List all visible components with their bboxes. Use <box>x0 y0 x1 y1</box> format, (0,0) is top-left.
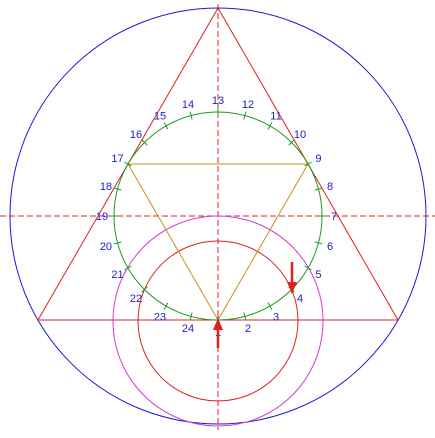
division-label: 17 <box>111 153 123 165</box>
division-label: 10 <box>294 129 306 141</box>
division-label: 22 <box>130 293 142 305</box>
division-tick <box>124 161 132 167</box>
division-label: 5 <box>315 269 321 281</box>
division-label: 13 <box>212 95 224 107</box>
division-tick <box>288 139 295 146</box>
division-tick <box>314 241 323 245</box>
division-label: 20 <box>100 241 112 253</box>
division-label: 19 <box>96 211 108 223</box>
division-label: 24 <box>182 323 194 335</box>
direction-arrow-icon <box>287 262 297 294</box>
division-label: 21 <box>111 269 123 281</box>
division-tick <box>113 241 122 245</box>
division-label: 8 <box>327 181 333 193</box>
division-tick <box>304 265 312 271</box>
division-tick <box>243 312 247 321</box>
division-label: 9 <box>315 153 321 165</box>
division-tick <box>189 312 193 321</box>
division-label: 3 <box>273 311 279 323</box>
division-tick <box>243 111 247 120</box>
division-label: 7 <box>331 211 337 223</box>
division-label: 23 <box>154 311 166 323</box>
division-label: 14 <box>182 99 194 111</box>
division-tick <box>163 122 169 130</box>
magenta-circle <box>112 215 324 427</box>
division-label: 2 <box>245 323 251 335</box>
division-tick <box>141 139 148 146</box>
division-tick <box>267 122 273 130</box>
division-tick <box>124 265 132 271</box>
division-label: 6 <box>327 241 333 253</box>
division-label: 4 <box>297 293 303 305</box>
division-label: 15 <box>154 111 166 123</box>
division-tick <box>163 302 169 310</box>
division-tick <box>141 286 148 293</box>
division-labels: 123456789101112131415161718192021222324 <box>96 95 337 339</box>
inner-triangle <box>127 163 309 322</box>
division-label: 12 <box>242 99 254 111</box>
division-tick <box>267 302 273 310</box>
division-tick <box>189 111 193 120</box>
division-tick <box>113 187 122 191</box>
division-tick <box>314 187 323 191</box>
start-arrow-icon <box>213 318 223 348</box>
division-label: 11 <box>270 111 281 123</box>
rolling-red-circle <box>137 240 299 402</box>
division-tick <box>304 161 312 167</box>
division-label: 16 <box>130 129 142 141</box>
division-label: 18 <box>100 181 112 193</box>
